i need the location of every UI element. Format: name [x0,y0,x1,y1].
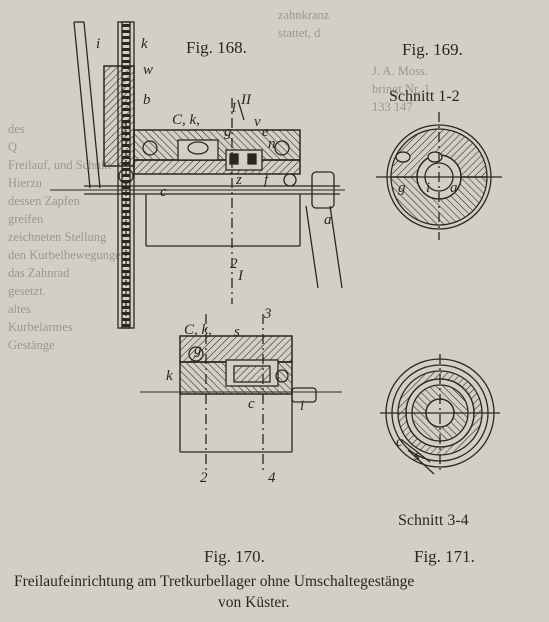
bleed-line: zahnkranz [278,8,330,22]
label-two: 2 [230,256,238,272]
bleed-line: den Kurbelbewegungen [8,248,128,262]
bleed-line: Hierzu [8,176,43,190]
label-k2: k [166,368,173,384]
label-i2: i [300,398,304,414]
bleed-line: J. A. Moss. [372,64,428,78]
label-g2: g [194,342,202,358]
label-s: s [234,324,240,340]
label-s34-c: c [396,434,403,450]
bleed-through-text: des Q Freilauf, und Schnitt Hierzu desse… [8,120,127,354]
label-c: c [160,184,167,200]
fig-169-label: Fig. 169. [402,40,463,59]
label-four: 4 [268,470,276,486]
label-s12-a: a [450,180,458,196]
bleed-through-text: J. A. Moss. bringt Nr. 1 133 147 [372,62,430,116]
fig168-hub-section [50,65,345,304]
label-one: 1 [230,100,238,116]
bleed-line: Q [8,140,18,154]
label-w: w [143,62,153,78]
fig170-section [140,314,342,470]
label-c2: c [248,396,255,412]
fig168-crank-arm [73,21,101,189]
label-II: II [240,92,252,108]
bleed-line: gesetzt. [8,284,46,298]
figure-caption-line-2: von Küster. [218,594,290,611]
bleed-line: Gestänge [8,338,55,352]
bleed-line: stattet, d [278,26,321,40]
label-e: e [262,124,269,140]
label-three: 3 [263,306,272,322]
schnitt-1-2-label: Schnitt 1-2 [389,88,460,105]
bleed-line: 133 147 [372,100,413,114]
label-v: v [254,114,261,130]
label-n: n [268,136,276,152]
bleed-line: zeichneten Stellung [8,230,107,244]
label-s12-i: i [426,180,430,196]
fig171-section-3-4 [380,354,500,475]
bleed-line: des [8,122,25,136]
label-g: g [224,124,232,140]
label-c1: C, k, [184,322,212,338]
label-f: f [264,172,270,188]
bleed-line: altes [8,302,31,316]
bleed-line: das Zahnrad [8,266,70,280]
label-two-lower: 2 [200,470,208,486]
bleed-line: greifen [8,212,44,226]
bleed-line: Freilauf, und Schnitt [8,158,112,172]
label-c-k: C, k, [172,112,200,128]
label-b: b [143,92,151,108]
label-k: k [141,36,148,52]
label-s34-s: s [414,448,420,464]
fig-171-label: Fig. 171. [414,547,475,566]
fig-168-label: Fig. 168. [186,38,247,57]
bleed-line: bringt Nr. 1 [372,82,430,96]
bleed-line: dessen Zapfen [8,194,80,208]
label-s12-g: g [398,180,406,196]
schnitt-3-4-label: Schnitt 3-4 [398,512,469,529]
label-i: i [96,36,100,52]
label-z: z [235,172,242,188]
figure-caption-line-1: Freilaufeinrichtung am Tretkurbellager o… [14,573,415,590]
label-I: I [237,268,244,284]
label-a: a [324,212,332,228]
bleed-line: Kurbelarmes [8,320,73,334]
fig-170-label: Fig. 170. [204,547,265,566]
bleed-through-text: zahnkranz stattet, d [278,6,329,42]
fig169-section-1-2 [376,112,502,240]
